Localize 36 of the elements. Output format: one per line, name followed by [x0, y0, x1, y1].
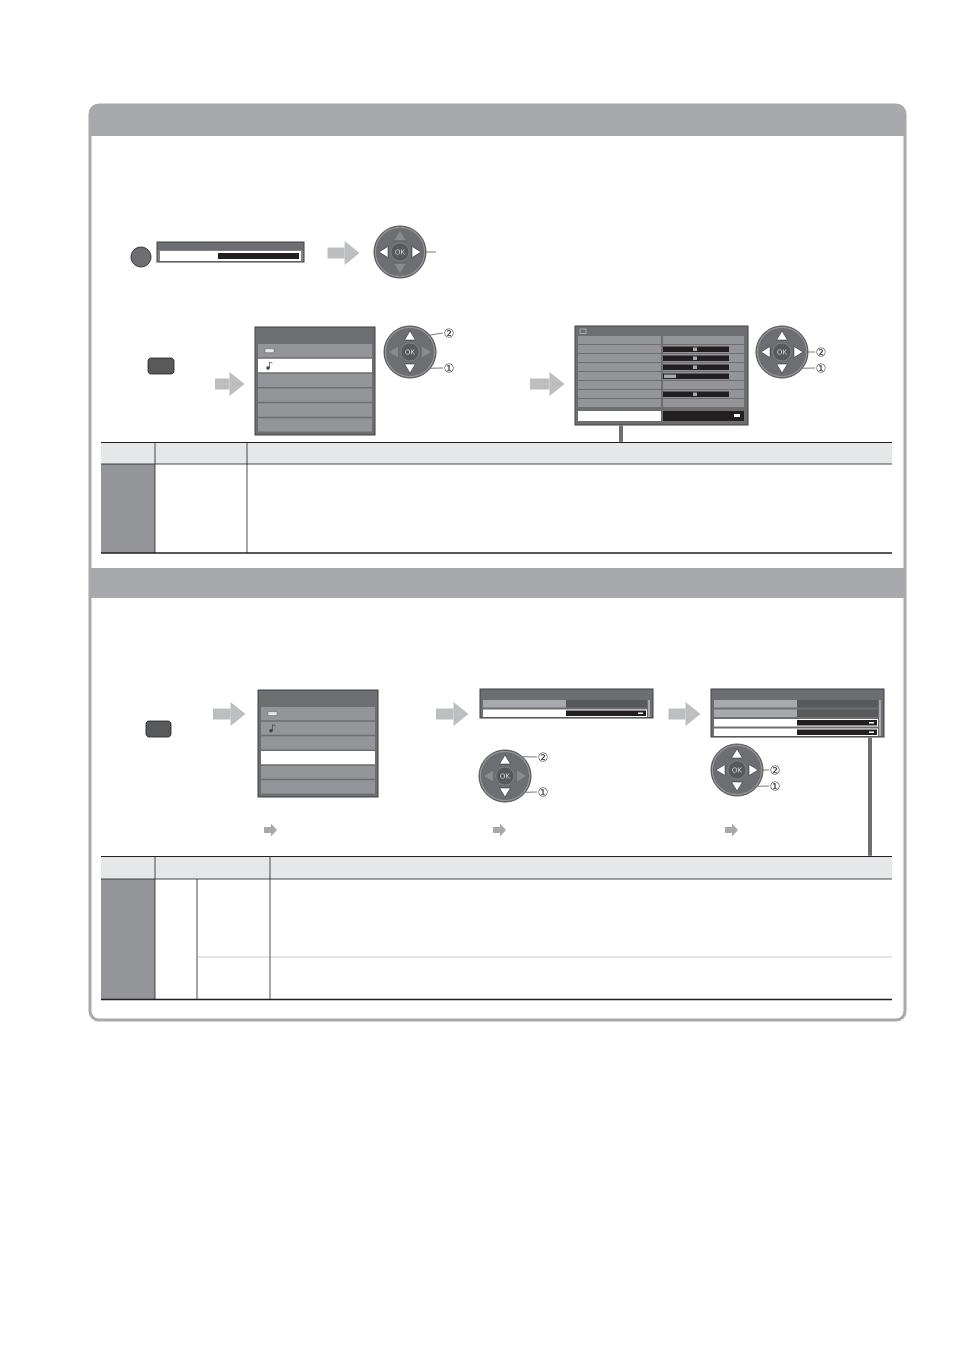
arrow [668, 702, 701, 726]
menu-screen [254, 326, 376, 436]
leader-line [522, 756, 538, 758]
leader-line [808, 351, 816, 353]
round-button [130, 246, 152, 268]
arrow [327, 241, 360, 265]
callout-number: ② [770, 765, 780, 775]
remote-button [145, 720, 172, 738]
callout-number: ① [816, 363, 826, 373]
callout-number: ② [816, 347, 826, 357]
leader-line [619, 425, 623, 442]
remote-button [147, 357, 175, 375]
callout-number: ① [770, 781, 780, 791]
callout-number: ② [444, 328, 454, 338]
screen-mockup [156, 241, 305, 263]
screen-mockup [710, 688, 885, 738]
leader-line [757, 785, 770, 787]
callout-number: ② [538, 752, 548, 762]
table [100, 855, 893, 1001]
arrow [530, 372, 565, 396]
leader-line [430, 367, 444, 369]
arrow [213, 702, 246, 726]
leader-line [802, 367, 816, 369]
settings-screen [574, 325, 749, 426]
leader-line [429, 332, 444, 336]
leader-line [525, 791, 538, 793]
arrow [215, 372, 245, 396]
menu-screen [257, 689, 379, 798]
table [100, 441, 893, 554]
callout-number: ① [444, 363, 454, 373]
leader-line [763, 769, 770, 771]
callout-number: ① [538, 787, 548, 797]
leader-line [426, 251, 437, 253]
screen-mockup [479, 688, 654, 719]
arrow [436, 702, 469, 726]
leader-line [868, 737, 872, 856]
